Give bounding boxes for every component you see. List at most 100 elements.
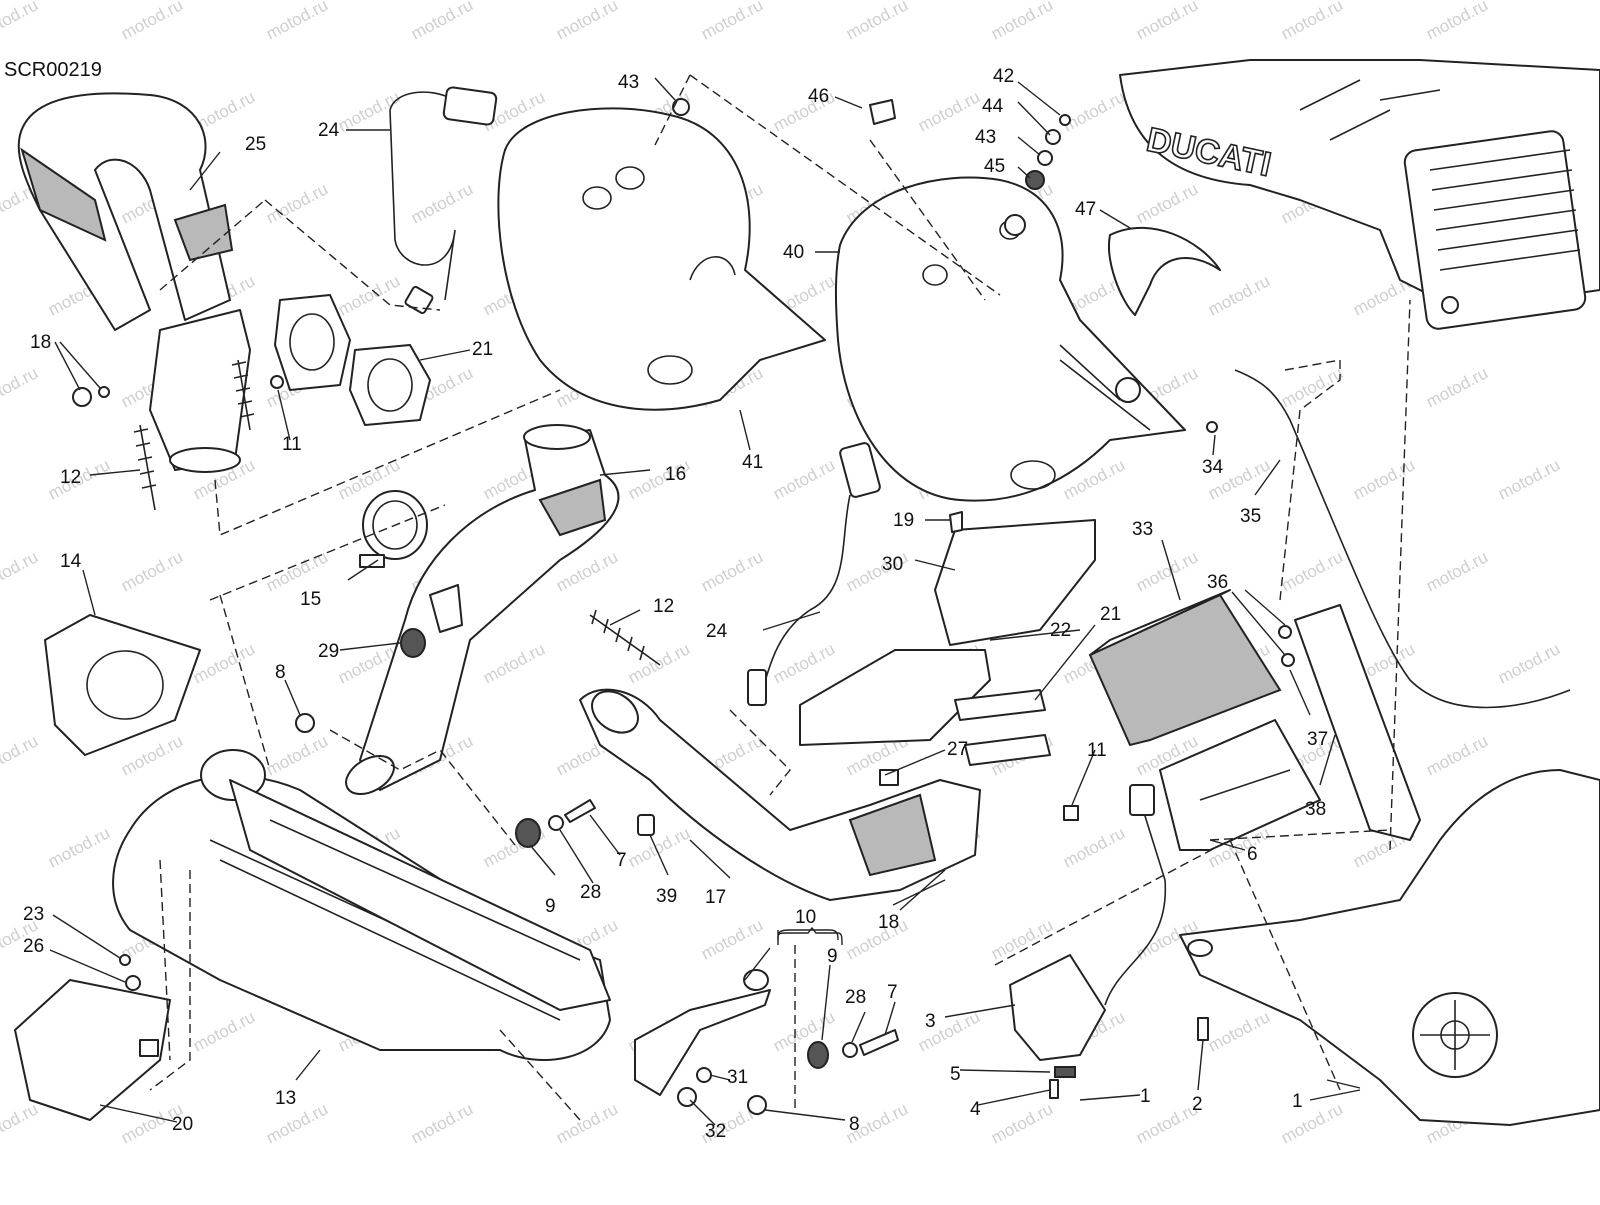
watermark-text: motod.ru: [0, 731, 41, 779]
part-15-clamp: [359, 490, 428, 568]
leader-lines: [49, 77, 1361, 1126]
watermark-text: motod.ru: [0, 363, 41, 411]
callout-18-b: 18: [878, 912, 899, 933]
part-12-spring-left: [133, 424, 157, 511]
watermark-text: motod.ru: [698, 0, 766, 44]
watermark-text: motod.ru: [1133, 179, 1201, 227]
watermark-text: motod.ru: [263, 731, 331, 779]
watermark-text: motod.ru: [1060, 823, 1128, 871]
watermark-text: motod.ru: [1278, 547, 1346, 595]
watermark-text: motod.ru: [1278, 1099, 1346, 1147]
watermark-text: motod.ru: [988, 0, 1056, 44]
watermark-text: motod.ru: [698, 915, 766, 963]
callout-11: 11: [282, 434, 302, 455]
callout-36: 36: [1207, 572, 1228, 593]
callout-4: 4: [970, 1099, 981, 1120]
callout-35: 35: [1240, 506, 1261, 527]
part-7-bolt-upper: [564, 799, 596, 823]
watermark-text: motod.ru: [263, 0, 331, 44]
callout-8-b: 8: [849, 1114, 860, 1135]
watermark-text: motod.ru: [0, 1099, 41, 1147]
part-27-stud: [879, 769, 899, 786]
callout-28: 28: [580, 882, 601, 903]
callout-32: 32: [705, 1121, 726, 1142]
watermark-text: motod.ru: [45, 823, 113, 871]
callout-7: 7: [616, 850, 627, 871]
watermark-text: motod.ru: [1495, 455, 1563, 503]
watermark-text: motod.ru: [1350, 455, 1418, 503]
part-11-nut: [270, 375, 1079, 821]
watermark-text: motod.ru: [190, 1007, 258, 1055]
callout-20: 20: [172, 1114, 193, 1135]
part-22-heat-guard: [799, 649, 991, 746]
callout-5: 5: [950, 1064, 961, 1085]
part-6-box: [1159, 719, 1321, 851]
watermark-text: motod.ru: [625, 823, 693, 871]
callout-46: 46: [808, 86, 829, 107]
callout-11-b: 11: [1087, 740, 1107, 761]
callout-44: 44: [982, 96, 1004, 117]
callout-1: 1: [1140, 1086, 1151, 1107]
watermark-text: motod.ru: [1423, 547, 1491, 595]
watermark-text: motod.ru: [1423, 363, 1491, 411]
watermark-text: motod.ru: [915, 87, 983, 135]
part-8-9-28-7-lower-hardware: [747, 1029, 899, 1115]
watermark-text: motod.ru: [0, 0, 41, 44]
watermark-text: motod.ru: [1205, 1007, 1273, 1055]
watermark-text: motod.ru: [1133, 0, 1201, 44]
part-21-gasket-lower: [954, 689, 1051, 766]
callout-3: 3: [925, 1011, 936, 1032]
watermark-text: motod.ru: [335, 271, 403, 319]
callout-16: 16: [665, 464, 686, 485]
callout-45: 45: [984, 156, 1005, 177]
callout-28-b: 28: [845, 987, 866, 1008]
part-21-flange-upper: [349, 344, 431, 426]
part-10-bracket-assembly: [634, 969, 771, 1107]
watermark-text: motod.ru: [988, 915, 1056, 963]
callout-34: 34: [1202, 457, 1224, 478]
part-2-screw: [1197, 1017, 1209, 1041]
watermark-text: motod.ru: [480, 639, 548, 687]
callout-12: 12: [60, 467, 81, 488]
part-12-spring-upper: [231, 359, 255, 431]
part-14-end-cap: [44, 614, 201, 756]
watermark-text: motod.ru: [843, 0, 911, 44]
watermark-text: motod.ru: [335, 87, 403, 135]
watermark-text: motod.ru: [698, 547, 766, 595]
part-35-cable: [1206, 369, 1571, 709]
callout-13: 13: [275, 1088, 296, 1109]
part-24-oxygen-sensor-middle: [747, 442, 881, 706]
watermark-text: motod.ru: [1278, 0, 1346, 44]
watermark-text: motod.ru: [118, 0, 186, 44]
callout-9: 9: [545, 896, 556, 917]
part-29-rubber-mount: [400, 584, 463, 658]
part-33-cover: [1088, 589, 1282, 747]
part-28-washer-upper: [548, 815, 564, 831]
part-39-spacer: [637, 814, 655, 836]
watermark-text: motod.ru: [770, 455, 838, 503]
callout-19: 19: [893, 510, 914, 531]
part-4-5-fasteners: [1049, 1066, 1076, 1099]
watermark-text: motod.ru: [1278, 363, 1346, 411]
callout-39: 39: [656, 886, 677, 907]
callout-12-b: 12: [653, 596, 674, 617]
part-21-gasket-upper: [274, 294, 351, 391]
callout-17: 17: [705, 887, 726, 908]
part-43-nut-upper: [672, 98, 690, 116]
part-9-rubber-upper: [515, 818, 541, 848]
engine-block: DUCATI: [1119, 59, 1600, 330]
diagram-code: SCR00219: [4, 59, 102, 81]
callout-6: 6: [1247, 844, 1258, 865]
callout-14: 14: [60, 551, 82, 572]
callout-40: 40: [783, 242, 804, 263]
callout-2: 2: [1192, 1094, 1203, 1115]
callout-43: 43: [618, 72, 639, 93]
watermark-text: motod.ru: [190, 639, 258, 687]
callout-43-b: 43: [975, 127, 996, 148]
radiator-frame: [1179, 769, 1600, 1126]
part-25-header-pipe: [17, 92, 251, 473]
callout-23: 23: [23, 904, 44, 925]
callout-22: 22: [1050, 620, 1071, 641]
callout-27: 27: [947, 739, 968, 760]
